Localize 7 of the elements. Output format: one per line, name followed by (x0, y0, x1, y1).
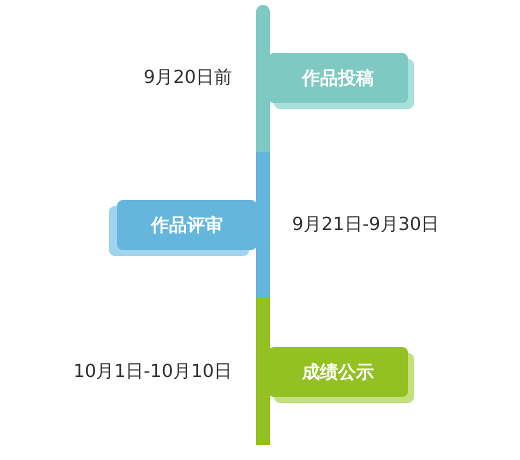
date-label: 9月20日前 (144, 66, 232, 90)
stage-tab: 作品评审 (117, 200, 257, 250)
stage-tab: 作品投稿 (268, 53, 408, 103)
date-label: 9月21日-9月30日 (292, 213, 440, 237)
stage-tab: 成绩公示 (268, 347, 408, 397)
timeline-bar (256, 5, 270, 445)
date-label: 10月1日-10月10日 (73, 360, 232, 384)
